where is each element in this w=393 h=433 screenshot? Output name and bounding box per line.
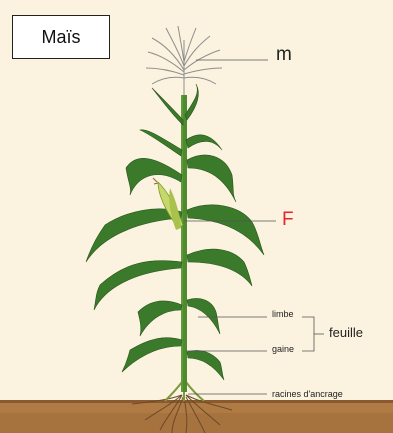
label-feuille: feuille [329, 325, 363, 340]
diagram-title: Maïs [12, 15, 110, 59]
label-m: m [276, 44, 292, 66]
label-limbe: limbe [272, 309, 294, 319]
corn-cob [153, 178, 183, 230]
tassel [146, 26, 222, 95]
leaves [86, 84, 264, 380]
label-f: F [282, 209, 294, 231]
label-racines: racines d'ancrage [272, 389, 343, 399]
label-gaine: gaine [272, 344, 294, 354]
